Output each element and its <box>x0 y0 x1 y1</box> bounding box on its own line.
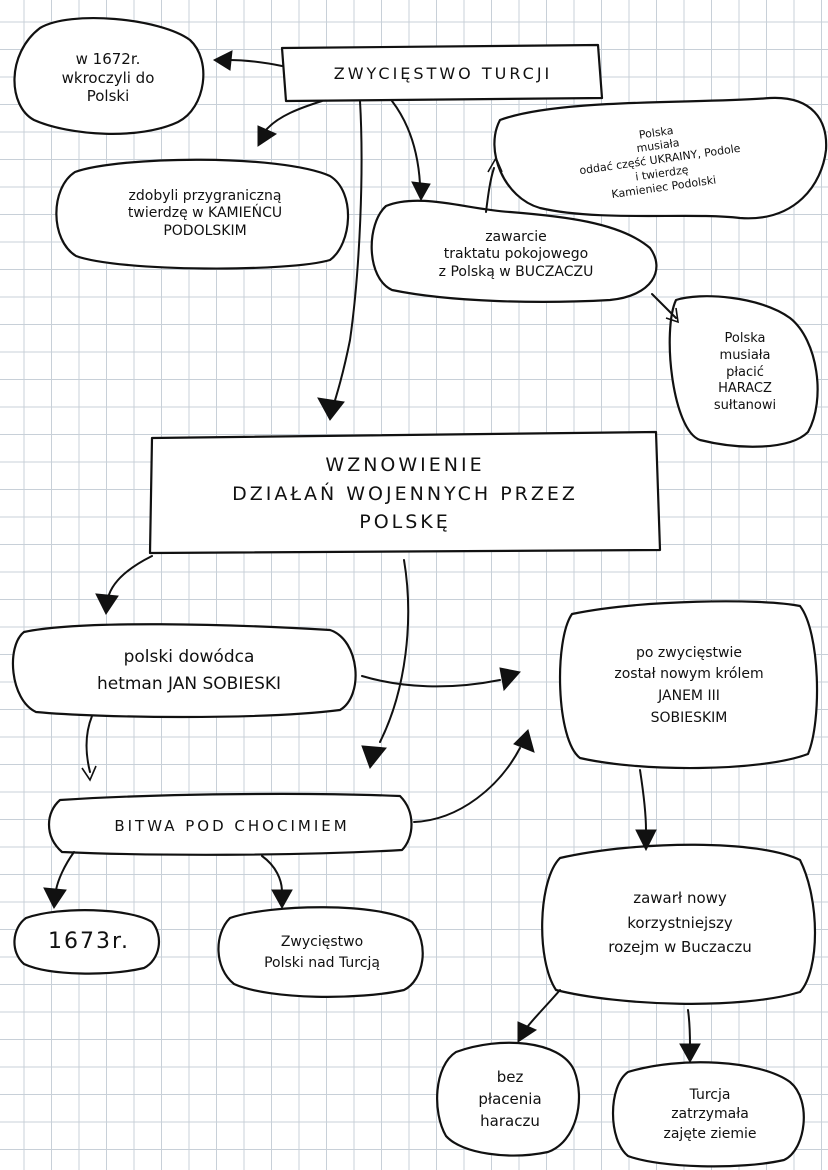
node-turcja-zatrzymala-line-2: zatrzymała <box>671 1106 749 1123</box>
edge-bitwa-to-1673 <box>43 851 75 909</box>
node-wznowienie-line-1: WZNOWIENIE <box>325 454 485 477</box>
node-shape-polska-haracz <box>668 295 819 448</box>
node-wznowienie-line-3: POLSKĘ <box>359 511 451 534</box>
node-shape-bitwa <box>48 792 413 856</box>
node-dowodca-line-2: hetman JAN SOBIESKI <box>96 674 282 694</box>
node-zawarcie: zawarcie traktatu pokojowego z Polską w … <box>374 208 658 302</box>
node-polska-haracz-line-3: płacić <box>726 364 764 380</box>
node-1672-line-1: w 1672r. <box>75 49 141 68</box>
node-krol: po zwycięstwie został nowym królem JANEM… <box>558 606 820 766</box>
node-bez-placenia-line-2: płacenia <box>478 1090 542 1109</box>
node-shape-zwyciestwo-turcji <box>280 43 604 103</box>
node-zdobyli-line-1: zdobyli przygraniczną <box>128 187 282 204</box>
edge-rozejm-to-turcja-zatrzymala <box>679 1009 701 1064</box>
node-turcja-zatrzymala-line-1: Turcja <box>689 1086 731 1103</box>
node-zawarcie-line-3: z Polską w BUCZACZU <box>438 263 594 280</box>
node-shape-polska-oddac <box>493 96 828 220</box>
node-polska-haracz-line-4: HARACZ <box>718 381 772 397</box>
edge-bitwa-to-zwyciestwo-polski <box>261 855 293 910</box>
node-bez-placenia-line-3: haraczu <box>480 1111 540 1130</box>
node-rozejm-line-3: rozejm w Buczaczu <box>608 938 752 957</box>
node-rozejm-line-1: zawarł nowy <box>633 888 727 907</box>
edge-bitwa-to-krol <box>413 729 535 823</box>
node-zawarcie-line-1: zawarcie <box>485 228 547 245</box>
node-polska-haracz-line-5: sułtanowi <box>713 398 777 414</box>
node-zwyciestwo-turcji-line-1: ZWYCIĘSTWO TURCJI <box>333 64 553 83</box>
edge-wznowienie-to-dowodca <box>95 555 153 615</box>
node-1672: w 1672r. wkroczyli do Polski <box>18 30 198 126</box>
node-dowodca: polski dowódca hetman JAN SOBIESKI <box>14 626 364 716</box>
edge-turcja-to-zawarcie <box>391 100 431 202</box>
node-shape-1672 <box>13 16 205 135</box>
node-shape-bez-placenia <box>436 1041 581 1157</box>
node-shape-zdobyli <box>55 158 350 270</box>
edge-turcja-to-wznowienie <box>317 100 363 421</box>
node-1672-line-2: wkroczyli do <box>61 68 155 87</box>
node-shape-zawarcie <box>370 199 658 303</box>
node-1673-line-1: 1673r. <box>47 929 130 955</box>
node-rozejm: zawarł nowy korzystniejszy rozejm w Bucz… <box>544 848 816 998</box>
edge-turcja-to-1672 <box>212 50 283 71</box>
node-shape-zwyciestwo-polski <box>217 906 424 998</box>
node-shape-rozejm <box>541 843 817 1005</box>
node-krol-line-1: po zwycięstwie <box>636 644 742 661</box>
node-shape-1673 <box>13 909 161 975</box>
edge-turcja-to-zdobyli <box>257 100 323 147</box>
node-shape-turcja-zatrzymala <box>612 1061 805 1168</box>
node-shape-wznowienie <box>148 430 662 555</box>
node-dowodca-line-1: polski dowódca <box>123 646 255 667</box>
node-zwyciestwo-polski: Zwycięstwo Polski nad Turcją <box>216 908 428 998</box>
node-wznowienie-line-2: DZIAŁAŃ WOJENNYCH PRZEZ <box>232 482 578 505</box>
node-zwyciestwo-polski-line-1: Zwycięstwo <box>280 934 364 950</box>
edge-rozejm-to-bez-placenia <box>517 989 561 1043</box>
edge-krol-to-rozejm <box>635 769 657 852</box>
node-1672-line-3: Polski <box>86 87 130 106</box>
node-polska-haracz-line-1: Polska <box>724 330 766 346</box>
node-zdobyli: zdobyli przygraniczną twierdzę w KAMIEŃC… <box>60 164 350 264</box>
node-bez-placenia: bez płacenia haraczu <box>438 1046 582 1154</box>
node-turcja-zatrzymala: Turcja zatrzymała zajęte ziemie <box>612 1066 808 1164</box>
node-rozejm-line-2: korzystniejszy <box>627 913 733 932</box>
node-bitwa: BITWA POD CHOCIMIEM <box>50 798 414 854</box>
node-bitwa-line-1: BITWA POD CHOCIMIEM <box>114 816 350 835</box>
node-polska-haracz: Polska musiała płacić HARACZ sułtanowi <box>670 300 820 446</box>
node-zwyciestwo-polski-line-2: Polski nad Turcją <box>264 955 380 971</box>
node-wznowienie: WZNOWIENIE DZIAŁAŃ WOJENNYCH PRZEZ POLSK… <box>152 436 658 552</box>
node-polska-haracz-line-2: musiała <box>719 347 771 363</box>
edge-dowodca-to-krol <box>361 667 521 692</box>
node-zwyciestwo-turcji: ZWYCIĘSTWO TURCJI <box>286 48 600 100</box>
node-zawarcie-line-2: traktatu pokojowego <box>443 246 589 263</box>
node-krol-line-2: został nowym królem <box>614 666 764 683</box>
node-1673: 1673r. <box>14 910 164 974</box>
node-zdobyli-line-2: twierdzę w KAMIEŃCU <box>127 205 283 222</box>
node-turcja-zatrzymala-line-3: zajęte ziemie <box>663 1125 757 1142</box>
edge-wznowienie-to-bitwa <box>361 559 410 770</box>
edge-dowodca-to-bitwa <box>81 715 97 782</box>
node-shape-dowodca <box>11 623 357 719</box>
node-zdobyli-line-3: PODOLSKIM <box>163 222 247 239</box>
node-shape-krol <box>558 600 819 770</box>
edge-zawarcie-to-haracz <box>651 293 679 324</box>
node-krol-line-3: JANEM III <box>658 688 720 704</box>
node-krol-line-4: SOBIESKIM <box>650 709 728 726</box>
node-bez-placenia-line-1: bez <box>496 1068 524 1087</box>
edge-zawarcie-to-oddac <box>485 156 503 213</box>
